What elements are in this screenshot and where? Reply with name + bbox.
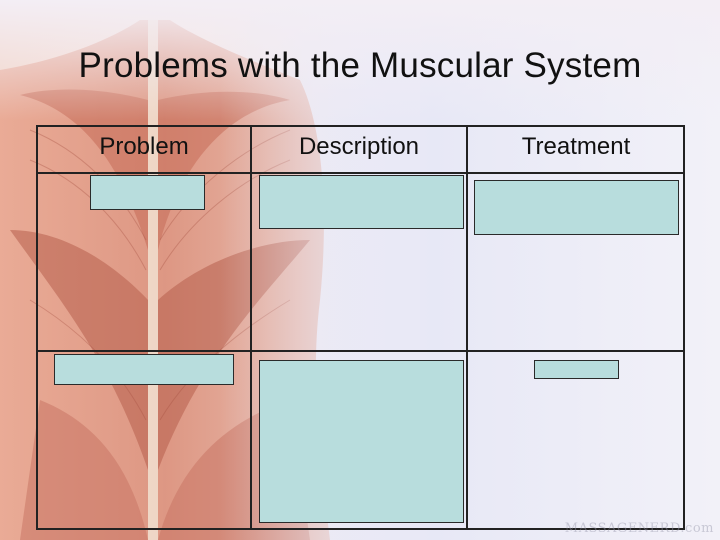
header-divider (36, 172, 685, 174)
table-frame (36, 125, 685, 530)
column-header-problem: Problem (99, 133, 189, 160)
row-divider (36, 350, 685, 352)
answer-box-problem-2[interactable] (54, 354, 234, 385)
answer-box-treatment-1[interactable] (474, 180, 679, 235)
answer-box-description-2[interactable] (259, 360, 464, 523)
column-divider (466, 125, 468, 530)
answer-box-treatment-2[interactable] (534, 360, 619, 379)
slide-title: Problems with the Muscular System (78, 46, 642, 85)
column-header-treatment: Treatment (521, 133, 631, 160)
column-header-description: Description (298, 133, 420, 160)
column-divider (250, 125, 252, 530)
answer-box-description-1[interactable] (259, 175, 464, 229)
answer-box-problem-1[interactable] (90, 175, 205, 210)
watermark: MASSAGENERD.com (564, 521, 714, 536)
